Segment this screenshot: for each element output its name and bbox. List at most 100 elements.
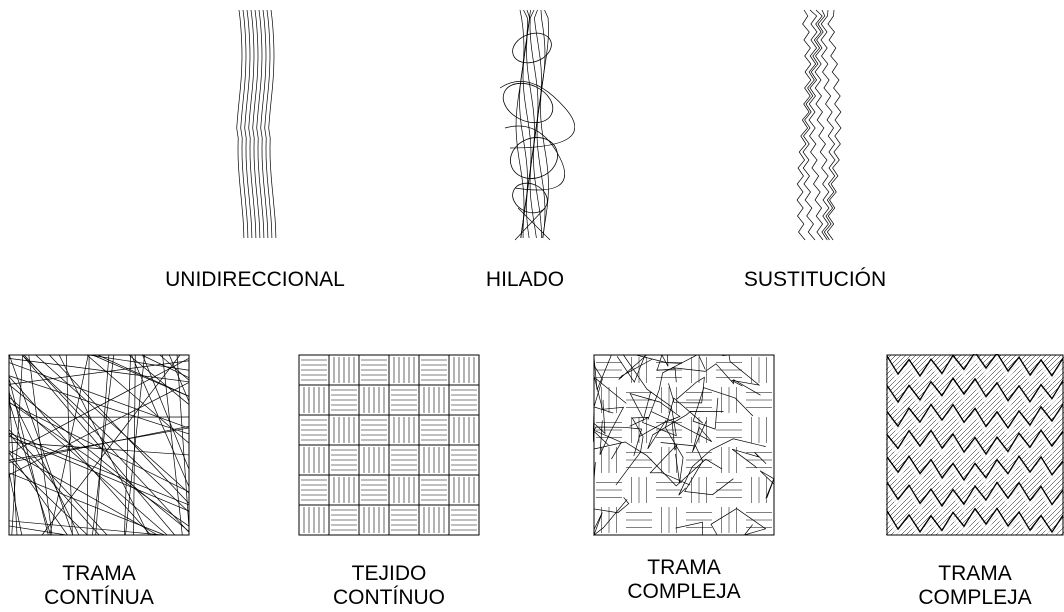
fiber-line (236, 9, 245, 239)
wrap-loop (512, 32, 552, 64)
hatch-line (900, 371, 1064, 536)
fiber-line (515, 9, 525, 239)
hatch-line (970, 441, 1064, 536)
fiber-line (8, 401, 190, 527)
fiber-line (647, 411, 724, 450)
fiber-line (618, 354, 653, 380)
fiber-line (593, 499, 628, 536)
fiber-line (28, 354, 53, 536)
fiber-line (665, 397, 704, 483)
fiber-line (593, 386, 606, 435)
hatch-line (980, 451, 1064, 536)
fiber-line (256, 9, 265, 239)
sustitucion-label: SUSTITUCIÓN (743, 268, 887, 291)
hatch-line (886, 354, 977, 446)
hilado-label: HILADO (485, 268, 565, 291)
fiber-line (8, 375, 190, 435)
trama-compleja-2-figure (886, 354, 1064, 536)
fiber-line (8, 525, 67, 536)
wavy-boundary (886, 455, 1064, 482)
fiber-line (802, 9, 818, 241)
fiber-line (8, 378, 49, 536)
trama-compleja-1-label-line1: TRAMA (647, 556, 721, 579)
tejido-continuo-label-line2: CONTÍNUO (333, 586, 445, 609)
fiber-line (159, 354, 190, 381)
fiber-line (92, 354, 115, 536)
fiber-line (536, 9, 546, 239)
wavy-boundary (886, 354, 1064, 378)
hatch-line (886, 354, 922, 391)
fiber-line (692, 387, 754, 430)
fiber-line (759, 470, 775, 499)
fiber-line (268, 9, 277, 239)
wavy-gap (886, 431, 1064, 463)
hatch-line (886, 354, 972, 441)
hatch-line (886, 354, 1022, 491)
fiber-line (656, 354, 677, 383)
fiber-line (41, 354, 181, 536)
fiber-line (526, 9, 535, 239)
sustitucion-figure (790, 8, 850, 243)
fiber-line (8, 358, 190, 455)
fiber-line (8, 429, 108, 536)
fiber-line (124, 354, 131, 536)
wavy-boundary (886, 507, 1064, 534)
wavy-gap (886, 457, 1064, 489)
wavy-boundary (886, 428, 1064, 456)
fiber-line (8, 392, 80, 536)
fiber-line (8, 432, 190, 506)
fiber-line (240, 9, 249, 239)
wavy-gap (886, 354, 1064, 385)
hatch-line (886, 354, 942, 411)
tejido-continuo-label-line1: TEJIDO (351, 562, 427, 585)
fiber-line (141, 354, 190, 379)
fiber-line (593, 354, 646, 391)
fiber-line (8, 384, 190, 532)
fiber-line (649, 421, 691, 486)
fiber-line (660, 442, 734, 496)
hatch-line (886, 354, 967, 436)
wavy-boundary (886, 481, 1064, 508)
fiber-line (8, 450, 158, 536)
fiber-line (622, 354, 677, 437)
wrap-loop (510, 137, 558, 179)
fiber-line (260, 9, 269, 239)
fiber-line (593, 441, 723, 487)
hatch-line (886, 354, 1052, 521)
hatch-line (886, 354, 937, 406)
fiber-line (95, 354, 110, 536)
hatch-line (975, 446, 1064, 536)
fiber-line (651, 411, 713, 453)
hatch-line (950, 421, 1064, 536)
hatch-line (886, 354, 947, 416)
fiber-line (731, 448, 767, 469)
trama-compleja-2-label-line2: COMPLEJA (918, 586, 1032, 609)
fiber-line (522, 9, 532, 238)
fiber-line (264, 9, 273, 239)
fiber-line (244, 9, 253, 239)
fiber-line (504, 125, 565, 191)
tejido-continuo-figure (298, 354, 480, 536)
fiber-line (8, 402, 190, 493)
hatch-line (1015, 486, 1064, 536)
wavy-gap (886, 483, 1064, 515)
fiber-line (796, 9, 812, 241)
fiber-line (131, 354, 190, 487)
frame (593, 354, 775, 536)
trama-continua-figure (8, 354, 190, 536)
fiber-line (8, 358, 190, 383)
fiber-line (8, 385, 18, 536)
fiber-line (8, 425, 190, 463)
fiber-line (615, 417, 649, 486)
trama-continua-label-line1: TRAMA (62, 562, 136, 585)
trama-compleja-1-label-line2: COMPLEJA (627, 580, 741, 603)
hatch-line (990, 461, 1064, 536)
hatch-line (920, 391, 1064, 536)
fiber-line (808, 9, 824, 241)
hatch-line (886, 354, 1057, 526)
fiber-line (8, 459, 88, 536)
fiber-line (8, 382, 190, 476)
fiber-line (21, 354, 190, 513)
hatch-line (895, 366, 1064, 536)
trama-continua-label-line2: CONTÍNUA (44, 586, 154, 609)
